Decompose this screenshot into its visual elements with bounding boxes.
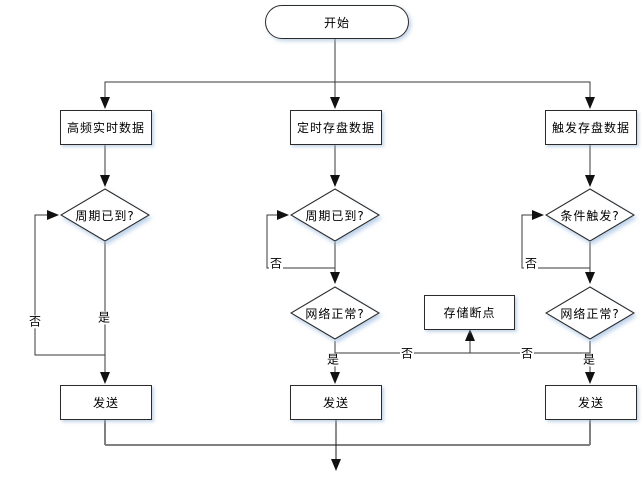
node-trigger-data: 触发存盘数据 [545,110,637,145]
edge-label-yes-mid: 是 [325,352,341,367]
edge-label-yes-right: 是 [581,352,597,367]
diamond-shape [545,286,635,340]
node-send-mid-label: 发送 [322,396,349,410]
node-period-check-left-label: 周期已到? [75,208,135,223]
node-send-right: 发送 [545,385,637,420]
node-timed-data: 定时存盘数据 [290,110,382,145]
edge-label-no-right-loop: 否 [523,256,539,271]
diamond-shape [60,188,150,242]
node-timed-data-label: 定时存盘数据 [296,121,375,135]
node-start-label: 开始 [323,15,350,30]
node-send-left-label: 发送 [92,396,119,410]
edge-label-no-mid-network: 否 [399,346,415,361]
diamond-shape [290,188,380,242]
edge-label-yes-left: 是 [96,310,112,325]
edge-label-no-mid-loop: 否 [268,256,284,271]
node-period-check-mid-label: 周期已到? [305,208,365,223]
node-trigger-data-label: 触发存盘数据 [551,121,630,135]
node-network-check-mid-label: 网络正常? [305,306,365,321]
node-condition-check: 条件触发? [545,188,635,242]
diamond-shape [290,286,380,340]
node-condition-check-label: 条件触发? [560,208,620,223]
edge-period-mid-no-loop [266,210,335,269]
node-period-check-mid: 周期已到? [290,188,380,242]
node-period-check-left: 周期已到? [60,188,150,242]
node-store-breakpoint: 存储断点 [424,295,515,330]
node-network-check-right-label: 网络正常? [560,306,620,321]
edge-start-to-hf [100,81,335,109]
node-start: 开始 [265,5,409,39]
node-send-left: 发送 [60,385,152,420]
node-send-mid: 发送 [290,385,382,420]
node-send-right-label: 发送 [577,396,604,410]
node-network-check-mid: 网络正常? [290,286,380,340]
edge-label-no-right-network: 否 [519,346,535,361]
node-network-check-right: 网络正常? [545,286,635,340]
edge-label-no-left-loop: 否 [27,314,43,329]
node-hf-data: 高频实时数据 [60,110,152,145]
edge-condition-no-loop [521,210,590,269]
diamond-shape [545,188,635,242]
edge-period-left-no-loop [34,210,105,356]
node-hf-data-label: 高频实时数据 [66,121,145,135]
node-store-breakpoint-label: 存储断点 [443,306,496,320]
edge-start-to-trigger [335,81,595,109]
